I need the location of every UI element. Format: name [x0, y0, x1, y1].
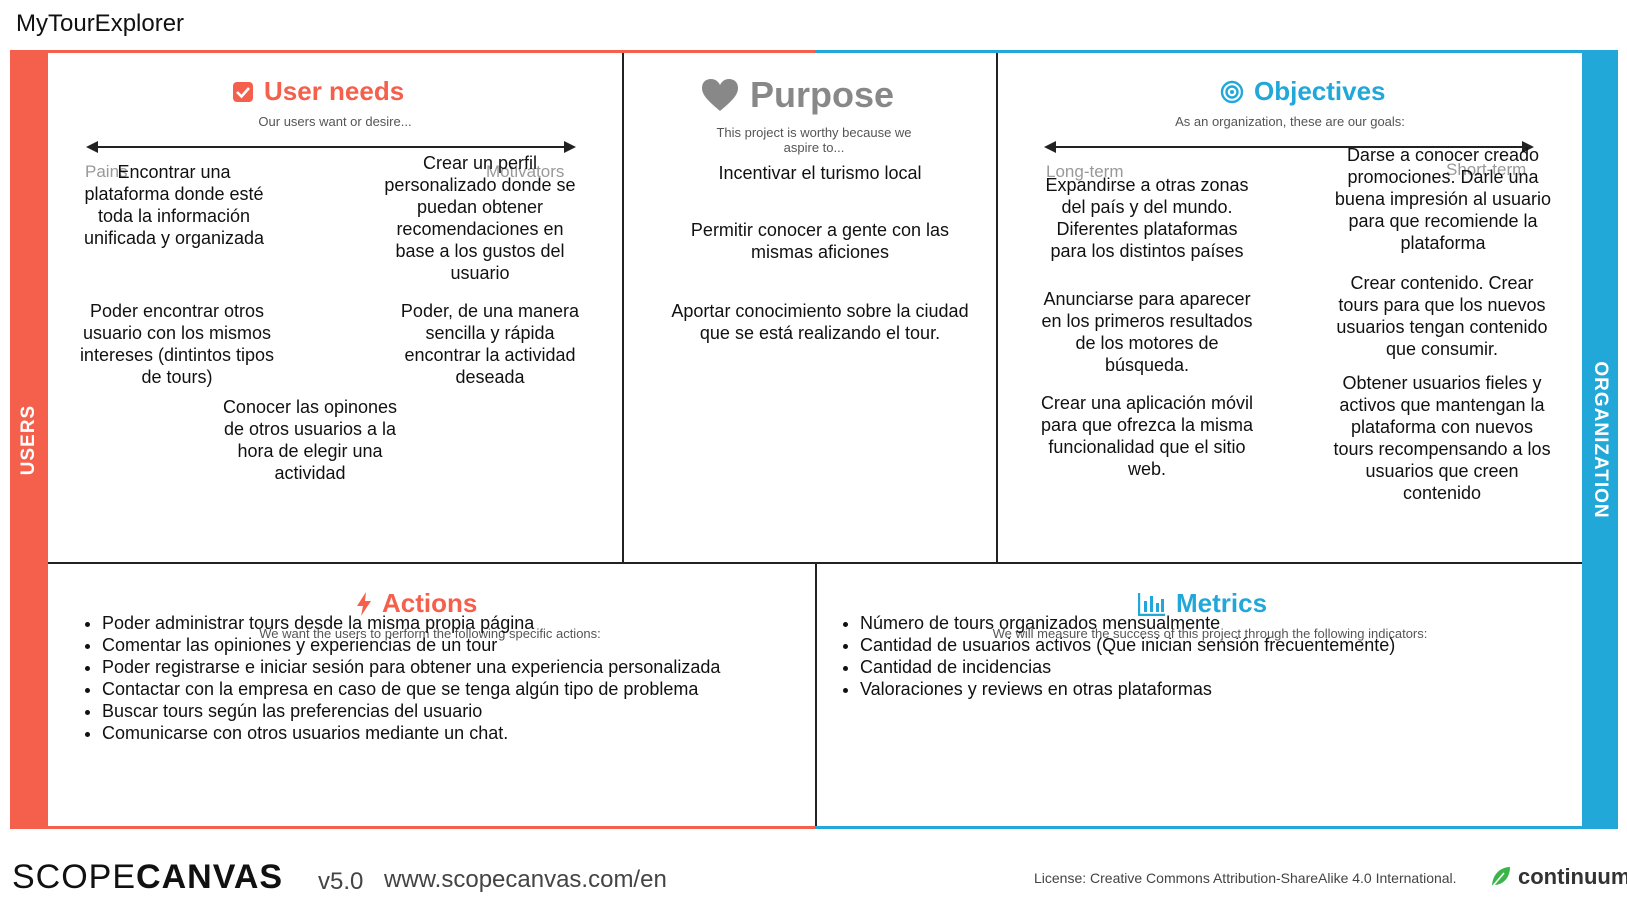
frame-top-users	[10, 50, 815, 53]
divider-needs-purpose	[622, 53, 624, 563]
objectives-subtitle: As an organization, these are our goals:	[1175, 114, 1405, 129]
metrics-title: Metrics	[1176, 588, 1268, 618]
users-label: USERS	[18, 404, 39, 476]
list-item: Comunicarse con otros usuarios mediante …	[102, 722, 720, 744]
user-needs-header: User needs	[232, 76, 404, 107]
frame-bottom-organization	[815, 826, 1618, 829]
divider-actions-metrics	[815, 562, 817, 826]
list-item: Cantidad de usuarios activos (Que inicia…	[860, 634, 1395, 656]
list-item: Cantidad de incidencias	[860, 656, 1395, 678]
user-need-note: Crear un perfil personalizado donde se p…	[384, 153, 576, 283]
motivators-label: Motivators	[486, 162, 565, 181]
scopecanvas-logo: SCOPECANVAS	[12, 858, 284, 896]
purpose-note: Aportar conocimiento sobre la ciudad que…	[671, 301, 969, 343]
footer-license: License: Creative Commons Attribution-Sh…	[1034, 870, 1457, 886]
objective-note-long-term: Anunciarse para aparecer en los primeros…	[1041, 289, 1253, 375]
list-item: Buscar tours según las preferencias del …	[102, 700, 720, 722]
bar-chart-icon	[1138, 592, 1165, 616]
user-need-note: Poder encontrar otros usuario con los mi…	[79, 301, 275, 387]
list-item: Poder administrar tours desde la misma p…	[102, 612, 720, 634]
actions-list: Poder administrar tours desde la misma p…	[80, 612, 720, 744]
lightning-icon	[357, 591, 371, 616]
footer-version: v5.0	[318, 868, 364, 895]
list-item: Número de tours organizados mensualmente	[860, 612, 1395, 634]
footer-url[interactable]: www.scopecanvas.com/en	[384, 866, 667, 893]
metrics-header: Metrics	[1138, 588, 1267, 619]
users-band	[10, 50, 48, 829]
objective-note-short-term: Crear contenido. Crear tours para que lo…	[1336, 273, 1548, 359]
objective-note-long-term: Expandirse a otras zonas del país y del …	[1045, 175, 1249, 261]
actions-title: Actions	[382, 588, 478, 618]
document-title: MyTourExplorer	[16, 10, 185, 37]
list-item: Valoraciones y reviews en otras platafor…	[860, 678, 1395, 700]
frame-top-organization	[815, 50, 1618, 53]
objective-note-short-term: Darse a conocer creado promociones. Darl…	[1334, 145, 1552, 253]
target-icon	[1220, 80, 1244, 103]
purpose-note: Permitir conocer a gente con las mismas …	[690, 220, 950, 262]
short-term-label: Short-term	[1446, 160, 1527, 179]
actions-subtitle: We want the users to perform the followi…	[259, 626, 601, 641]
user-need-note: Encontrar una plataforma donde esté toda…	[83, 162, 265, 248]
objectives-axis-arrow	[1044, 141, 1534, 153]
continuum-logo: continuum	[1490, 864, 1627, 890]
objectives-title: Objectives	[1254, 76, 1386, 106]
user-needs-axis-arrow	[86, 141, 576, 153]
purpose-subtitle: This project is worthy because we aspire…	[716, 125, 912, 155]
purpose-note: Incentivar el turismo local	[718, 163, 922, 183]
purpose-title: Purpose	[750, 74, 895, 115]
list-item: Comentar las opiniones y experiencias de…	[102, 634, 720, 656]
objective-note-short-term: Obtener usuarios fieles y activos que ma…	[1333, 373, 1551, 503]
list-item: Contactar con la empresa en caso de que …	[102, 678, 720, 700]
divider-purpose-objectives	[996, 53, 998, 563]
metrics-list: Número de tours organizados mensualmente…	[838, 612, 1395, 700]
actions-header: Actions	[356, 588, 477, 619]
checkbox-icon	[233, 81, 253, 102]
heart-icon	[702, 79, 738, 111]
objective-note-long-term: Crear una aplicación móvil para que ofre…	[1040, 393, 1254, 479]
organization-band	[1582, 50, 1618, 829]
metrics-subtitle: We will measure the success of this proj…	[992, 626, 1428, 641]
pains-label: Pains	[85, 162, 128, 181]
organization-label: ORGANIZATION	[1590, 361, 1611, 519]
frame-bottom-users	[10, 826, 815, 829]
user-need-note: Conocer las opinones de otros usuarios a…	[222, 397, 398, 483]
user-needs-subtitle: Our users want or desire...	[258, 114, 412, 129]
user-need-note: Poder, de una manera sencilla y rápida e…	[400, 301, 580, 387]
long-term-label: Long-term	[1046, 162, 1124, 181]
user-needs-title: User needs	[264, 76, 405, 106]
purpose-header: Purpose	[700, 74, 894, 116]
list-item: Poder registrarse e iniciar sesión para …	[102, 656, 720, 678]
objectives-header: Objectives	[1220, 76, 1386, 107]
leaf-icon	[1491, 867, 1510, 888]
